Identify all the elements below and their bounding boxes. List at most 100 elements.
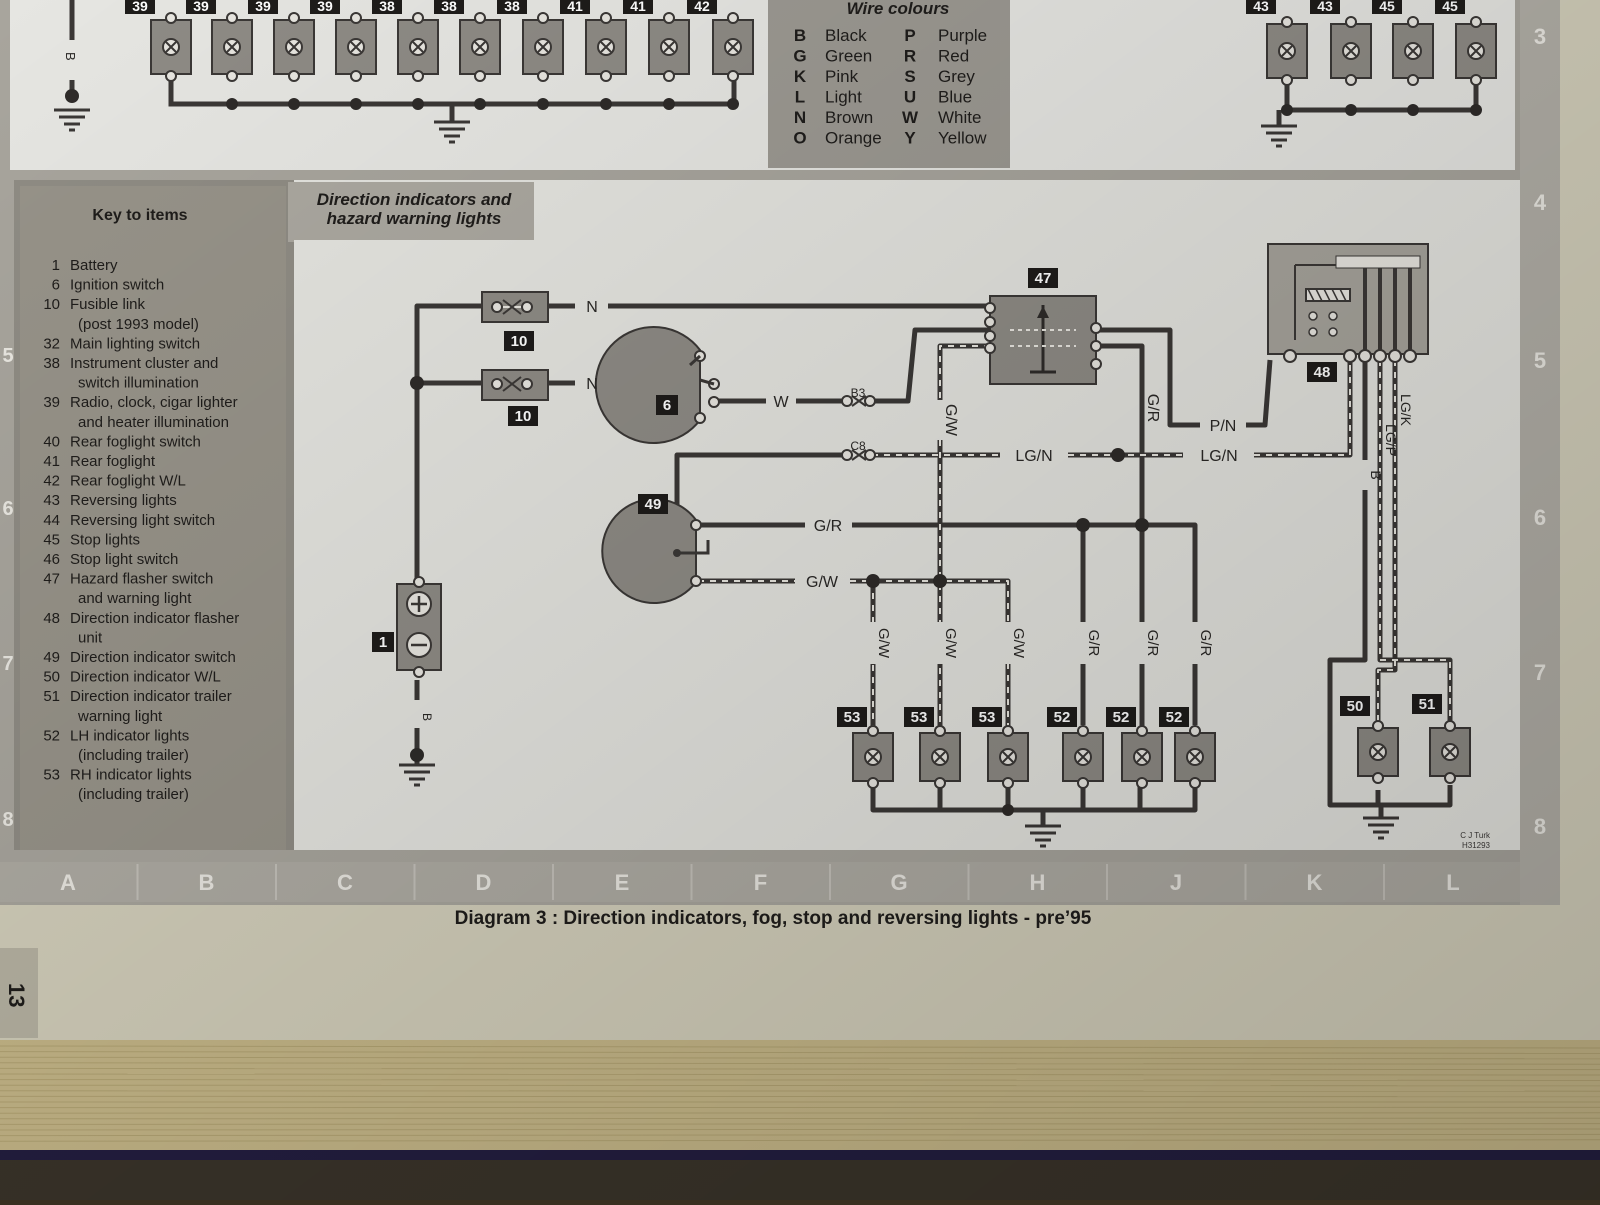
key-item-text: LH indicator lights xyxy=(70,727,189,744)
label-text: 43 xyxy=(1317,0,1333,14)
label-text: 53 xyxy=(979,709,996,726)
terminal xyxy=(728,71,738,81)
junction-dot xyxy=(866,574,880,588)
wire-colour-name: Light xyxy=(825,88,862,107)
wire-colour-code: U xyxy=(904,88,916,107)
label-text: 43 xyxy=(1253,0,1269,14)
wire-colour-label: G/R xyxy=(1144,394,1161,422)
terminal xyxy=(1078,726,1088,736)
bulb-holder xyxy=(713,13,753,81)
label-text: 38 xyxy=(504,0,520,14)
label-text: 52 xyxy=(1054,709,1071,726)
credit-ref: H31293 xyxy=(1462,841,1491,850)
item-number-label: 51 xyxy=(1412,694,1442,714)
terminal xyxy=(289,71,299,81)
key-item-text: Battery xyxy=(70,257,118,274)
terminal xyxy=(1137,778,1147,788)
terminal xyxy=(728,13,738,23)
connector-label: B3 xyxy=(851,386,866,400)
grid-row-label-left: 8 xyxy=(2,809,13,831)
label-text: 52 xyxy=(1166,709,1183,726)
bulb-holder xyxy=(1393,17,1433,85)
grid-column-label: E xyxy=(615,870,630,895)
junction-dot xyxy=(663,98,675,110)
ignition-switch-body xyxy=(596,327,700,443)
terminal xyxy=(935,778,945,788)
grid-column-label: H xyxy=(1030,870,1046,895)
bulb-holder xyxy=(1063,726,1103,788)
key-item-text: Fusible link xyxy=(70,296,146,313)
wire-colour-name: Green xyxy=(825,47,872,66)
junction-dot xyxy=(474,98,486,110)
junction-dot xyxy=(410,376,424,390)
junction-dot xyxy=(1076,518,1090,532)
bulb-holder xyxy=(920,726,960,788)
wire-colour-code: S xyxy=(904,67,915,86)
key-item-number: 39 xyxy=(43,394,60,411)
label-text: 42 xyxy=(694,0,710,14)
junction-dot xyxy=(1002,804,1014,816)
wire-colour-code: K xyxy=(794,67,807,86)
terminal xyxy=(868,778,878,788)
wire-colour-label: LG/K xyxy=(1398,394,1414,427)
wire-colour-label: G/W xyxy=(875,628,892,659)
wire-colour-label: G/W xyxy=(806,574,839,591)
page-edge-line xyxy=(0,1118,1600,1119)
junction-dot xyxy=(1281,104,1293,116)
junction-dot xyxy=(600,98,612,110)
grid-row-label: 4 xyxy=(1534,190,1547,215)
label-text: 52 xyxy=(1113,709,1130,726)
junction-dot xyxy=(727,98,739,110)
key-item-text: unit xyxy=(78,629,103,646)
terminal xyxy=(166,71,176,81)
key-item-text: (including trailer) xyxy=(78,747,189,764)
diagram-caption: Diagram 3 : Direction indicators, fog, s… xyxy=(455,908,1092,929)
key-item-text: Reversing lights xyxy=(70,492,177,509)
key-item-text: Rear foglight xyxy=(70,453,156,470)
terminal xyxy=(664,13,674,23)
junction-dot xyxy=(933,574,947,588)
junction-dot xyxy=(410,748,424,762)
bulb-holder xyxy=(523,13,563,81)
label-text: 39 xyxy=(132,0,148,14)
junction-dot xyxy=(537,98,549,110)
terminal xyxy=(289,13,299,23)
wire-colour-label: W xyxy=(773,394,789,411)
wire-colour-label: N xyxy=(586,376,598,393)
bulb-holder xyxy=(1430,721,1470,783)
label-text: 41 xyxy=(567,0,583,14)
wire-colour-label: LG/P xyxy=(1383,424,1399,456)
wire-colour-label: G/R xyxy=(1085,630,1102,657)
fuse-upper xyxy=(482,292,548,322)
grid-row-label: 6 xyxy=(1534,505,1546,530)
key-item-number: 40 xyxy=(43,433,60,450)
section-title-line2: hazard warning lights xyxy=(327,209,502,228)
key-item-number: 47 xyxy=(43,571,60,588)
bulb-holder xyxy=(1456,17,1496,85)
item-number-label: 52 xyxy=(1106,707,1136,727)
grid-row-label: 3 xyxy=(1534,24,1546,49)
key-item-text: Stop lights xyxy=(70,531,140,548)
label-text: 39 xyxy=(317,0,333,14)
terminal xyxy=(935,726,945,736)
key-item-number: 6 xyxy=(52,277,60,294)
terminal xyxy=(538,13,548,23)
terminal xyxy=(1445,721,1455,731)
fuse-lower xyxy=(482,370,548,400)
bulb-holder xyxy=(460,13,500,81)
bulb-holder xyxy=(649,13,689,81)
label-text: 53 xyxy=(844,709,861,726)
terminal xyxy=(1471,17,1481,27)
key-item-number: 1 xyxy=(52,257,60,274)
terminal xyxy=(1408,75,1418,85)
wire-colour-label: B xyxy=(420,713,434,721)
terminal xyxy=(1137,726,1147,736)
item-number-label: 10 xyxy=(504,331,534,351)
junction-dot xyxy=(1111,448,1125,462)
wire-colour-label: LG/N xyxy=(1015,448,1052,465)
label-text: 53 xyxy=(911,709,928,726)
grid-row-label: 7 xyxy=(1534,660,1546,685)
terminal xyxy=(1190,726,1200,736)
key-item-text: and heater illumination xyxy=(78,414,229,431)
terminal xyxy=(664,71,674,81)
